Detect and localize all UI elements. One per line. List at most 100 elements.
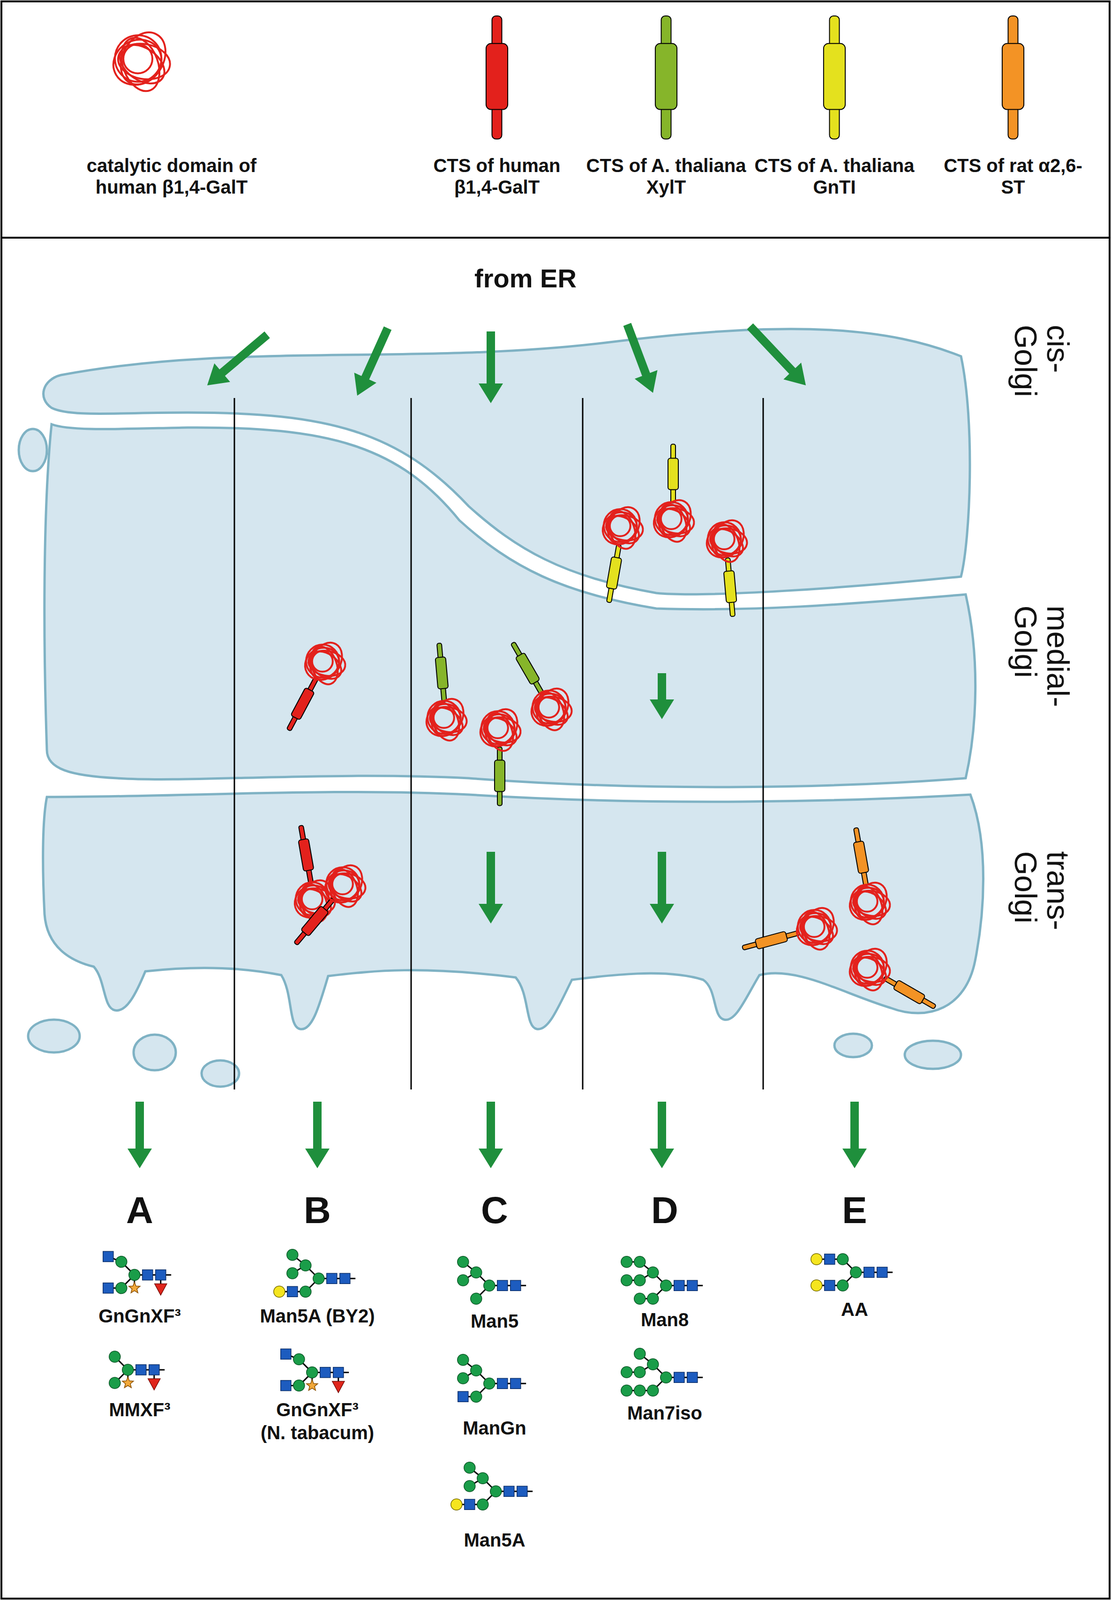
glcnac-square [320,1367,331,1378]
glycan-name-slot: Man5A [463,1529,526,1551]
glycan-name: Man8 [640,1308,689,1331]
galactose-circle [450,1498,463,1510]
glcnac-square [326,1273,338,1284]
glycan-structure [621,1256,703,1305]
column-divider [410,397,413,1090]
glcnac-square [103,1283,114,1294]
glycan-structure [280,1348,349,1393]
glycan-name: ManGn [462,1417,527,1439]
glycan-name: AA [840,1298,869,1321]
flow-arrow [649,1101,675,1169]
flow-arrow [747,323,807,386]
glycan-name-slot: Man5A (BY2) [259,1305,375,1327]
glcnac-square [824,1280,835,1291]
legend-text-slot: CTS of human β1,4-GalT [416,154,579,198]
region-label: cis- Golgi [1009,324,1075,398]
glycan-name-slot: Man5 [470,1310,519,1332]
flow-arrow [478,331,503,404]
glycan-name: Man7iso [627,1402,703,1424]
vesicle [904,1040,961,1069]
trans-cisterna [43,791,984,1029]
column-letter: D [651,1188,679,1232]
column-letter: B [303,1188,331,1232]
mannose-circle [286,1267,299,1279]
mannose-circle [621,1384,633,1397]
glycan-note-slot: (N. tabacum) [260,1421,375,1444]
catalytic-domain [525,683,575,735]
domain-loop [609,515,631,537]
legend-text-slot: CTS of A. thaliana XylT [585,154,748,198]
mannose-circle [837,1253,849,1265]
domain-loop [848,943,894,992]
mannose-circle [464,1462,476,1474]
column-letter-slot: B [303,1188,331,1232]
glcnac-square [863,1267,875,1278]
cts-body [655,43,677,110]
legend-text-slot: catalytic domain of human β1,4-GalT [61,154,282,198]
glcnac-square [510,1378,521,1389]
mannose-circle [457,1274,469,1286]
cts-body [606,556,622,590]
column-letter: A [126,1188,154,1232]
glycan-structure [810,1253,893,1292]
glcnac-square [339,1273,351,1284]
domain-loop [306,644,339,678]
domain-loop [479,703,524,752]
glycan-structure [103,1251,172,1295]
cts-stem [293,897,336,946]
mannose-circle [313,1272,325,1284]
legend-text-slot: CTS of A. thaliana GnTI [753,154,916,198]
panel-divider [1,236,1110,239]
domain-loop [707,522,741,556]
glycan-structure [450,1462,533,1510]
glcnac-square [149,1364,160,1375]
xylose-star [306,1379,318,1391]
cts-anchor [486,15,508,140]
domain-loop [713,528,735,550]
cts-body [515,652,541,685]
mannose-circle [477,1498,489,1510]
glcnac-square [464,1499,475,1510]
domain-loop [425,693,470,742]
domain-loop [324,868,367,908]
region-label-slot: medial- Golgi [1009,605,1075,707]
mannose-circle [464,1480,476,1492]
glcnac-square [135,1364,147,1375]
cts-body [754,930,788,950]
glcnac-square [287,1286,298,1297]
cts-anchor [823,15,846,140]
flow-arrow [478,1101,503,1169]
column-letter-slot: E [841,1188,867,1232]
galactose-circle [810,1253,823,1265]
mannose-circle [470,1390,482,1403]
cts-anchor [668,444,679,503]
flow-arrow [305,1101,330,1169]
glcnac-square [497,1280,508,1291]
mannose-circle [470,1364,482,1376]
mannose-circle [850,1266,862,1278]
region-label: medial- Golgi [1009,605,1075,707]
vesicle [201,1060,240,1087]
cts-stem [286,677,319,732]
catalytic-domain [420,693,470,745]
column-dividers [234,397,764,1090]
mannose-circle [660,1371,672,1383]
mannose-circle [115,1256,128,1268]
glcnac-square [280,1348,292,1359]
glycan-structure [273,1249,356,1298]
cts-anchor [434,642,450,702]
mannose-circle [109,1377,121,1389]
domain-loop [796,910,839,950]
mannose-circle [122,1364,134,1376]
legend-text-slot: CTS of rat α2,6-ST [932,154,1095,198]
glycan-structure [109,1351,165,1390]
glcnac-square [687,1372,698,1383]
region-label-slot: cis- Golgi [1009,324,1075,398]
mannose-circle [621,1366,633,1378]
glycan-structure [621,1348,703,1397]
domain-loop [795,902,841,951]
mannose-circle [115,1282,128,1294]
mannose-circle [634,1384,646,1397]
cts-anchor [722,557,738,617]
flow-arrow [649,673,675,720]
